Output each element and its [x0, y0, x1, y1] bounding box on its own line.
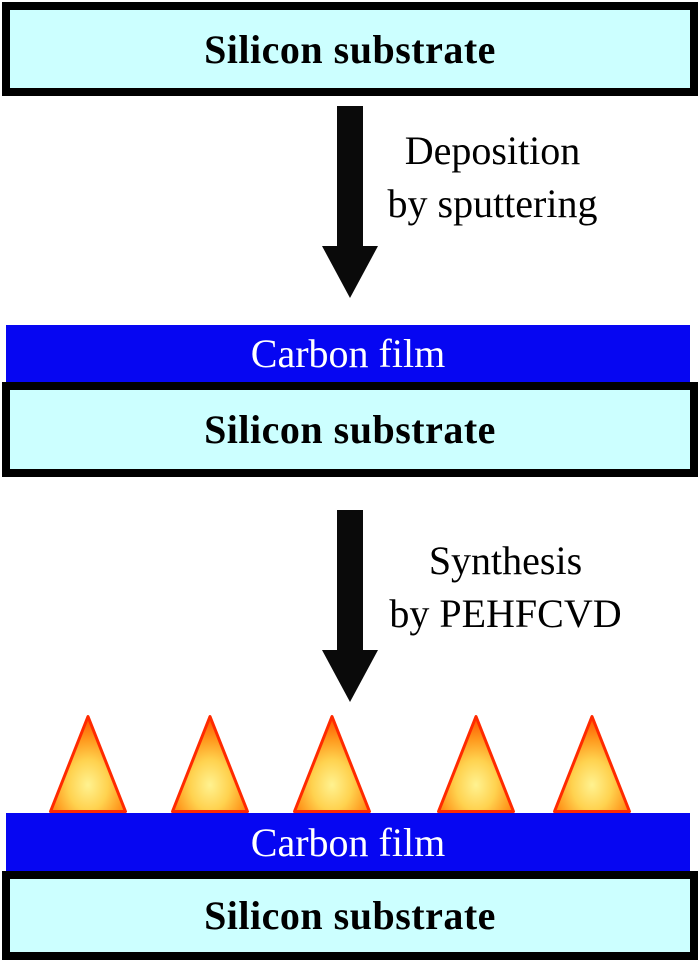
stage2-substrate-label: Silicon substrate: [204, 407, 496, 452]
nanotip-triangle: [293, 715, 371, 813]
arrow1-caption: Deposition by sputtering: [375, 124, 610, 230]
stage1-substrate-label: Silicon substrate: [204, 26, 496, 72]
arrow2-caption-line2: by PEHFCVD: [389, 591, 622, 636]
arrow2-caption: Synthesis by PEHFCVD: [383, 534, 628, 640]
stage2-carbon-film: Carbon film: [6, 325, 690, 382]
down-arrow-icon: [322, 510, 378, 702]
stage2-silicon-substrate: Silicon substrate: [2, 382, 698, 477]
stage3-silicon-substrate: Silicon substrate: [2, 871, 698, 960]
stage2-film-label: Carbon film: [250, 331, 446, 376]
down-arrow-icon: [322, 106, 378, 298]
nanotip-triangle: [553, 715, 631, 813]
nanotip-triangle: [437, 715, 515, 813]
arrow1-caption-line1: Deposition: [404, 128, 581, 173]
arrow2-caption-line1: Synthesis: [428, 538, 583, 583]
nanotip-triangle: [171, 715, 249, 813]
arrow1-caption-line2: by sputtering: [387, 181, 598, 226]
stage3-substrate-label: Silicon substrate: [204, 893, 496, 938]
nanotip-triangle: [49, 715, 127, 813]
stage3-film-label: Carbon film: [250, 819, 446, 865]
stage1-silicon-substrate: Silicon substrate: [2, 2, 698, 96]
stage3-carbon-film: Carbon film: [6, 813, 690, 871]
